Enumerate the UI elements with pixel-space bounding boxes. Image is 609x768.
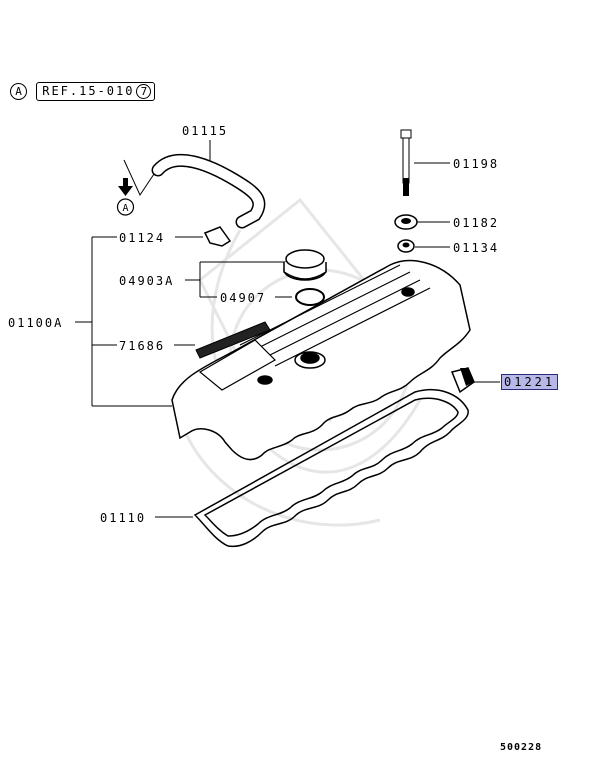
gasket-01110[interactable] [193, 388, 469, 548]
leader-lines [75, 140, 500, 518]
label-01124[interactable]: 01124 [119, 231, 166, 245]
label-01100A[interactable]: 01100A [8, 316, 64, 330]
oil-cap-04903A[interactable] [283, 249, 327, 281]
bolt-01198[interactable] [400, 129, 412, 196]
label-01221-highlighted[interactable]: 01221 [501, 374, 559, 390]
pcv-valve-01124[interactable] [203, 226, 232, 247]
hose-01115[interactable] [151, 154, 266, 229]
ref-circle-letter: A [10, 83, 27, 100]
o-ring-04907[interactable] [295, 288, 325, 306]
label-01134[interactable]: 01134 [453, 241, 500, 255]
label-04907[interactable]: 04907 [220, 291, 267, 305]
arrow-marker-letter: A [122, 203, 128, 214]
diagram-id: 500228 [500, 742, 543, 753]
rocker-cover-01100A[interactable] [171, 259, 471, 461]
label-01115[interactable]: 01115 [182, 124, 229, 138]
label-04903A[interactable]: 04903A [119, 274, 175, 288]
label-01198[interactable]: 01198 [453, 157, 500, 171]
label-plate-71686[interactable] [195, 321, 271, 359]
label-01182[interactable]: 01182 [453, 216, 500, 230]
arrow-down-icon [116, 178, 135, 216]
ref-text: REF.15-010 [42, 84, 135, 98]
ref-circle-number: 7 [136, 84, 152, 99]
label-01110[interactable]: 01110 [100, 511, 147, 525]
grommet-01134[interactable] [397, 239, 415, 253]
washer-01182[interactable] [394, 214, 418, 230]
label-71686[interactable]: 71686 [119, 339, 166, 353]
plug-01221[interactable] [450, 367, 475, 394]
